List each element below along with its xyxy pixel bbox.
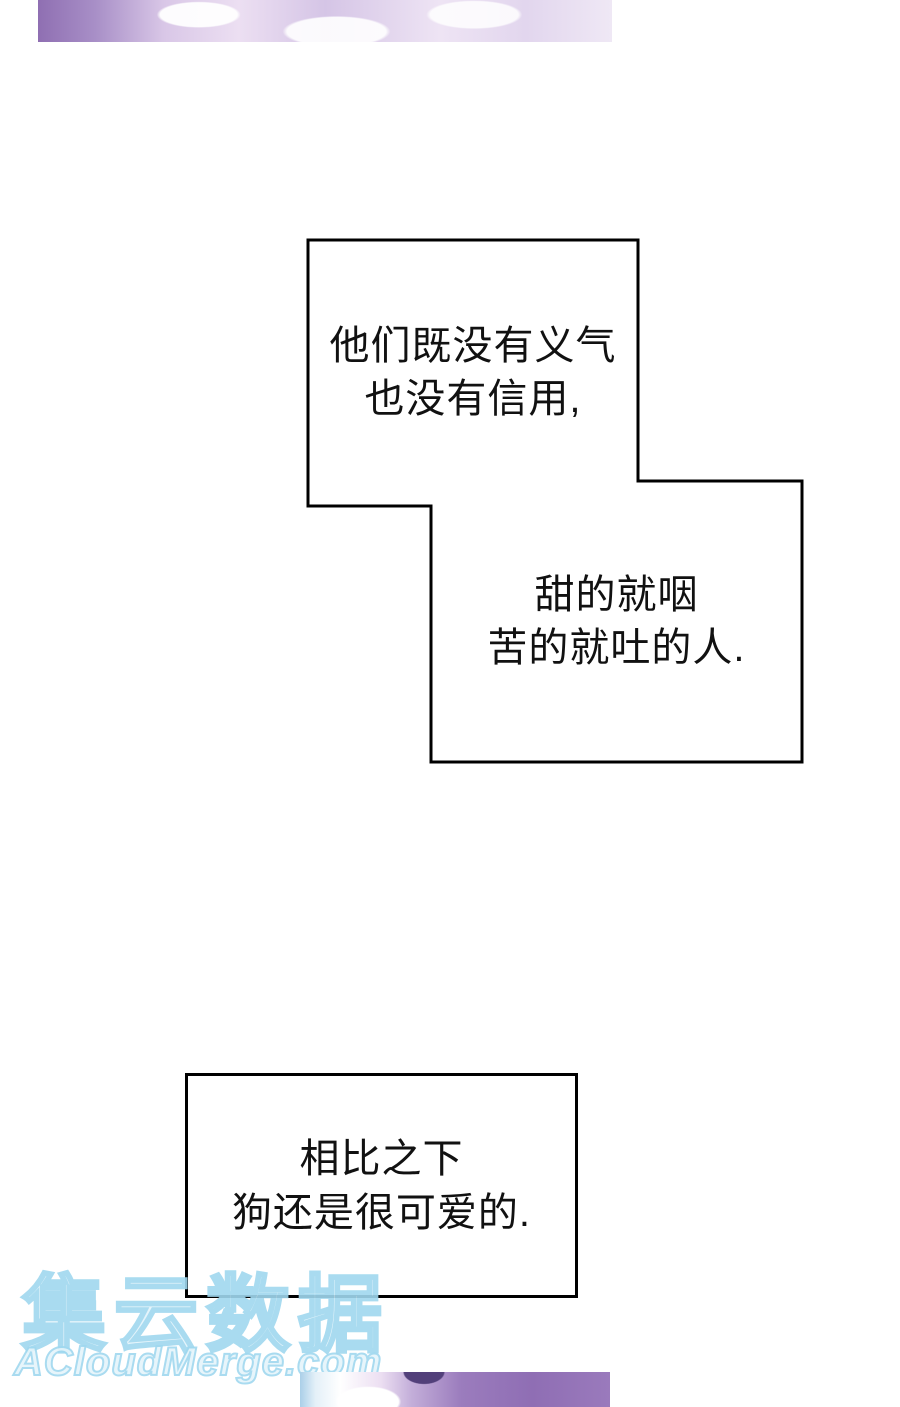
speech-line: 他们既没有义气 [329,324,617,368]
speech-line: 狗还是很可爱的. [231,1190,532,1235]
speech-bubble-2-text: 甜的就咽 苦的就吐的人. [431,481,802,762]
bottom-panel-artwork [300,1372,610,1407]
speech-line: 苦的就吐的人. [487,625,746,670]
speech-line: 相比之下 [299,1136,464,1181]
top-panel-artwork [38,0,612,42]
speech-line: 甜的就咽 [534,572,699,617]
speech-line: 也没有信用, [364,377,582,421]
speech-bubble-group-outline [306,238,804,764]
speech-bubble-3: 相比之下 狗还是很可爱的. [185,1073,578,1298]
speech-bubble-1-text: 他们既没有义气 也没有信用, [308,240,638,506]
watermark-cjk: 集云数据 [20,1267,391,1364]
